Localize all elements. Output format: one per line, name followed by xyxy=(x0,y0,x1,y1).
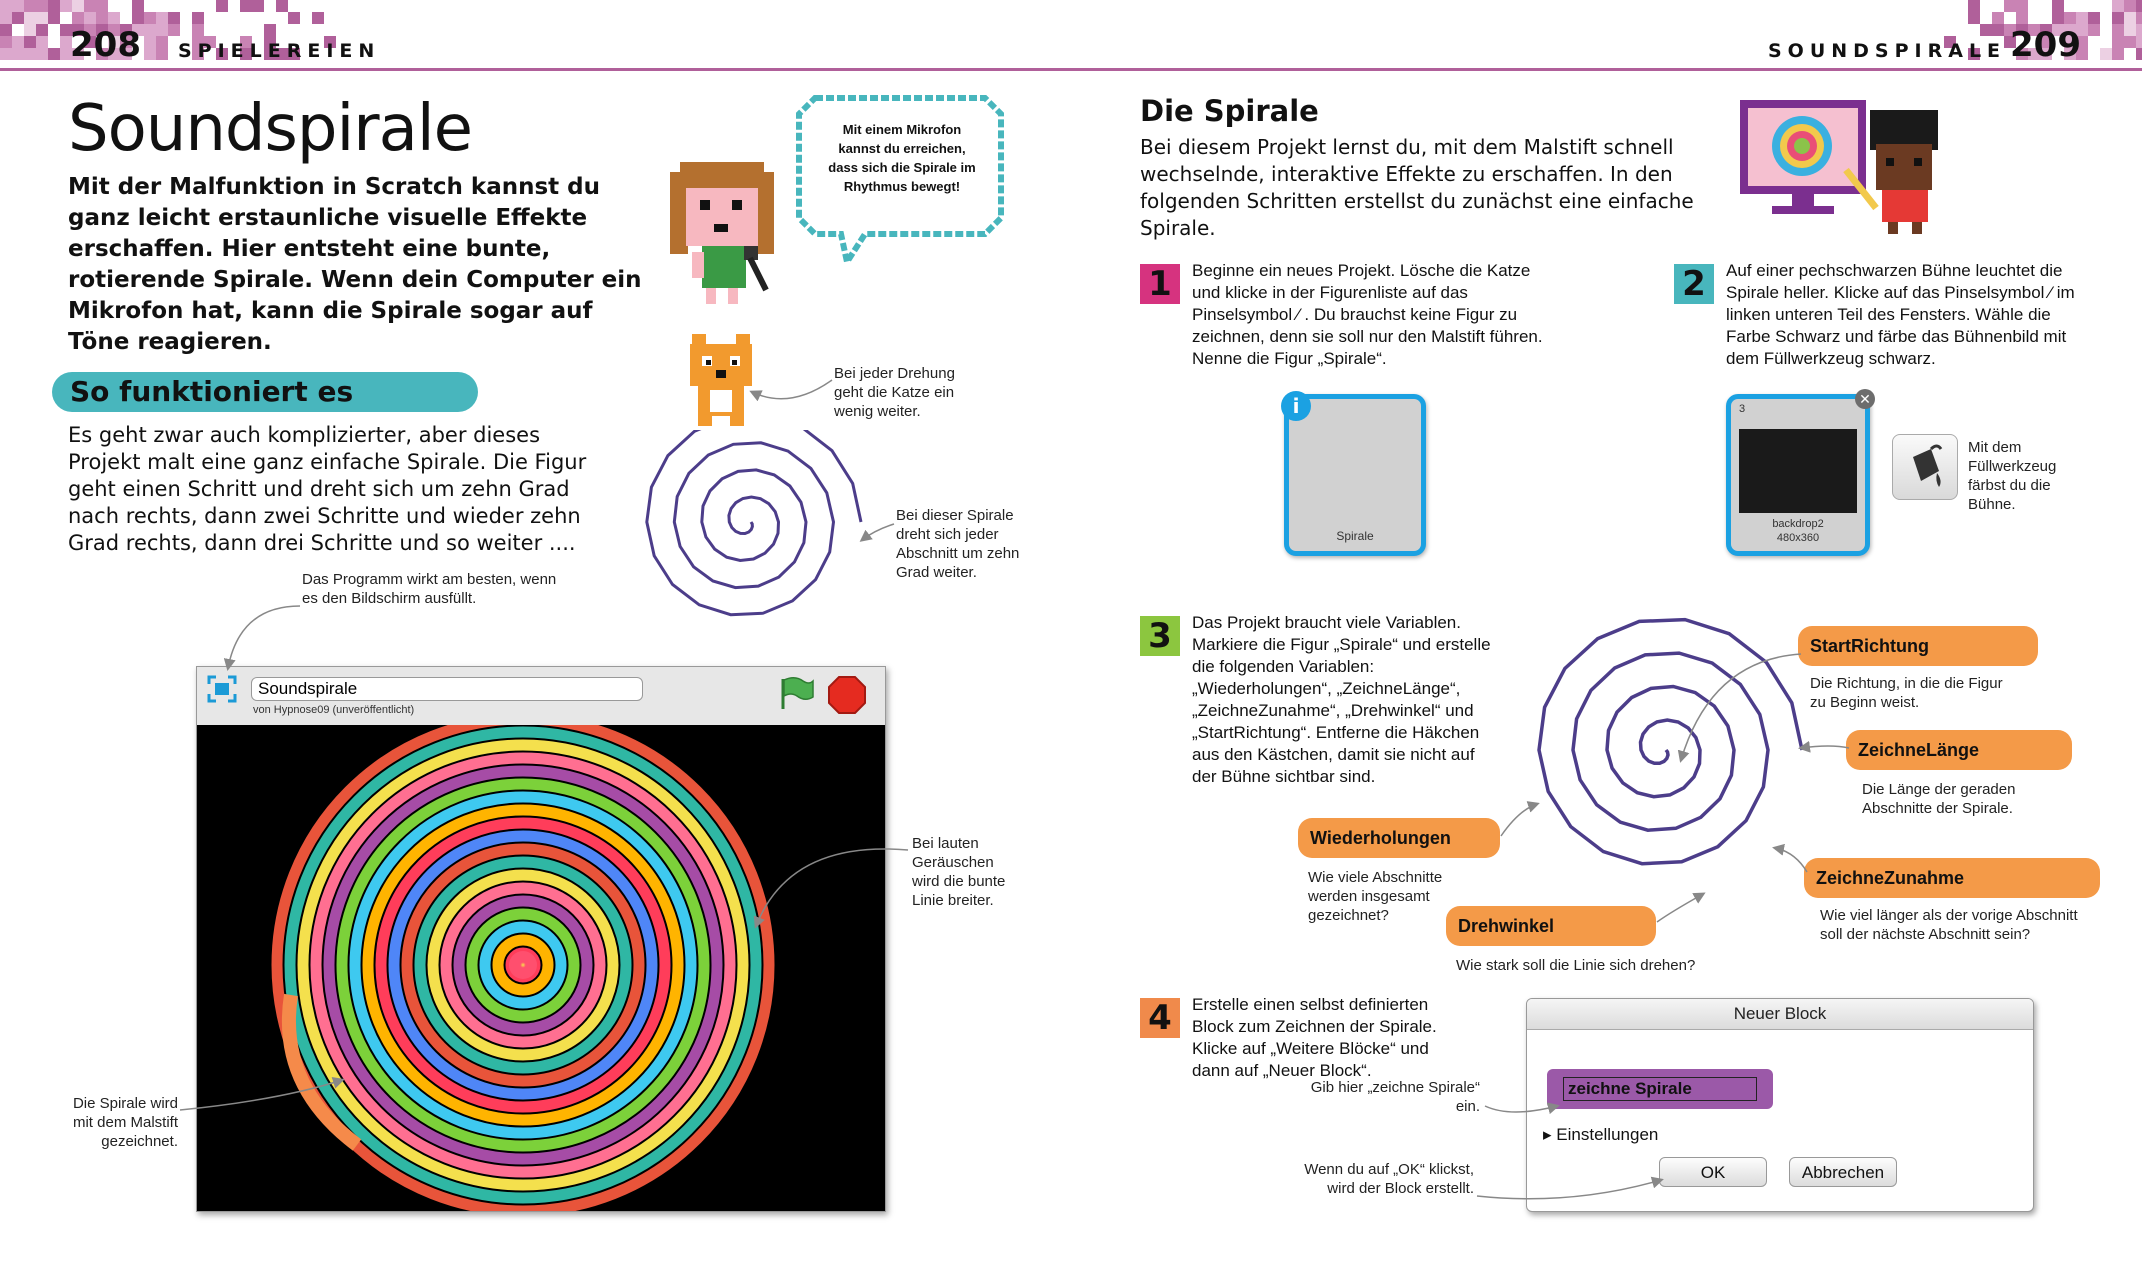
fullscreen-icon xyxy=(207,675,237,703)
variable-zeichnelaenge-desc: Die Länge der geraden Abschnitte der Spi… xyxy=(1862,781,2016,817)
callout-type-name: Gib hier „zeichne Spirale“ ein. xyxy=(1310,1079,1480,1115)
pixel-cat-icon xyxy=(690,334,752,426)
left-section-title: SPIELEREIEN xyxy=(178,40,381,62)
step-3-text: Das Projekt braucht viele Variablen. Mar… xyxy=(1192,613,1491,786)
right-callout-arrows xyxy=(1476,653,1850,1200)
backdrop-size: 480x360 xyxy=(1776,532,1820,544)
fullscreen-button[interactable] xyxy=(207,675,237,703)
new-block-dialog: Neuer Block ▸ Einstellungen OK Abbrechen xyxy=(1526,998,2034,1212)
settings-label: Einstellungen xyxy=(1556,1125,1659,1144)
stage-canvas[interactable] xyxy=(197,725,885,1211)
backdrop-preview xyxy=(1739,429,1857,513)
fill-tool-note: Mit dem Füllwerkzeug färbst du die Bühne… xyxy=(1968,439,2057,513)
delete-icon[interactable]: ✕ xyxy=(1855,389,1875,409)
sprite-name: Spirale xyxy=(1336,529,1374,543)
variable-drehwinkel: Drehwinkel xyxy=(1446,906,1656,946)
triangle-right-icon: ▸ xyxy=(1543,1125,1552,1144)
right-heading: Die Spirale xyxy=(1140,94,1319,128)
paint-bucket-icon xyxy=(1913,444,1943,487)
left-callout-arrows xyxy=(179,379,909,1111)
right-section-title: SOUNDSPIRALE xyxy=(1768,40,2007,62)
stop-button[interactable] xyxy=(827,675,867,715)
variable-wiederholungen: Wiederholungen xyxy=(1298,818,1500,858)
variable-zeichnelaenge: ZeichneLänge xyxy=(1846,730,2072,770)
step-number-4: 4 xyxy=(1140,998,1180,1038)
block-name-input[interactable] xyxy=(1563,1077,1757,1101)
section-text: Es geht zwar auch komplizierter, aber di… xyxy=(68,423,587,555)
ok-button[interactable]: OK xyxy=(1659,1157,1767,1187)
variable-zeichnezunahme-desc: Wie viel länger als der vorige Abschnitt… xyxy=(1820,907,2078,943)
rainbow-spiral xyxy=(271,725,775,1211)
green-flag-button[interactable] xyxy=(775,675,815,711)
sprite-thumbnail-card[interactable]: i Spirale xyxy=(1281,391,1426,556)
pixel-kid-with-monitor-illustration xyxy=(1740,100,1938,234)
step-number-1: 1 xyxy=(1140,264,1180,304)
stop-icon xyxy=(828,676,866,714)
step-number-2: 2 xyxy=(1674,264,1714,304)
project-title-input[interactable] xyxy=(251,677,643,701)
project-author: von Hypnose09 (unveröffentlicht) xyxy=(253,704,415,716)
page-title: Soundspirale xyxy=(68,92,473,166)
variable-wiederholungen-desc: Wie viele Abschnitte werden insgesamt ge… xyxy=(1308,869,1443,924)
right-intro: Bei diesem Projekt lernst du, mit dem Ma… xyxy=(1140,135,1694,240)
callout-cat: Bei jeder Drehung geht die Katze ein wen… xyxy=(834,365,955,420)
right-page-number: 209 xyxy=(2010,25,2081,65)
backdrop-index: 3 xyxy=(1739,403,1746,415)
callout-program: Das Programm wirkt am besten, wenn es de… xyxy=(302,571,557,607)
callout-ok: Wenn du auf „OK“ klickst, wird der Block… xyxy=(1304,1161,1474,1197)
step-1-text: Beginne ein neues Projekt. Lösche die Ka… xyxy=(1192,261,1543,368)
settings-toggle[interactable]: ▸ Einstellungen xyxy=(1543,1125,1658,1145)
green-flag-icon xyxy=(781,677,814,709)
step-4-text: Erstelle einen selbst definierten Block … xyxy=(1192,995,1437,1080)
variable-spiral-diagram xyxy=(1537,617,1804,866)
cancel-button[interactable]: Abbrechen xyxy=(1789,1157,1897,1187)
square-spiral-diagram xyxy=(645,430,863,617)
variable-drehwinkel-desc: Wie stark soll die Linie sich drehen? xyxy=(1456,957,1696,974)
variable-startrichtung: StartRichtung xyxy=(1798,626,2038,666)
fill-tool-button[interactable] xyxy=(1892,434,1958,500)
backdrop-name: backdrop2 xyxy=(1772,518,1824,530)
callout-spiral: Bei dieser Spirale dreht sich jeder Absc… xyxy=(896,507,1020,581)
step-2-text: Auf einer pechschwarzen Bühne leuchtet d… xyxy=(1726,261,2075,368)
header-pixel-pattern-left xyxy=(0,0,336,60)
speech-bubble-text: Mit einem Mikrofon kannst du erreichen, … xyxy=(828,122,976,194)
dialog-title: Neuer Block xyxy=(1527,999,2033,1030)
variable-startrichtung-desc: Die Richtung, in die die Figur zu Beginn… xyxy=(1810,675,2003,711)
left-page-number: 208 xyxy=(70,25,141,65)
intro-text: Mit der Malfunktion in Scratch kannst du… xyxy=(68,174,642,355)
scratch-stage-window: von Hypnose09 (unveröffentlicht) xyxy=(196,666,886,1212)
speech-bubble-shape xyxy=(796,95,1004,270)
info-icon[interactable]: i xyxy=(1281,391,1311,421)
header-pixel-pattern-right xyxy=(1944,0,2142,60)
variable-zeichnezunahme: ZeichneZunahme xyxy=(1804,858,2100,898)
pixel-girl-with-microphone-illustration xyxy=(670,162,774,304)
backdrop-thumbnail-card[interactable]: 3 backdrop2 480x360 ✕ xyxy=(1726,389,1875,556)
step-number-3: 3 xyxy=(1140,616,1180,656)
callout-loud: Bei lauten Geräuschen wird die bunte Lin… xyxy=(912,835,1006,909)
section-heading: So funktioniert es xyxy=(52,372,478,412)
callout-pen: Die Spirale wird mit dem Malstift gezeic… xyxy=(72,1095,178,1150)
